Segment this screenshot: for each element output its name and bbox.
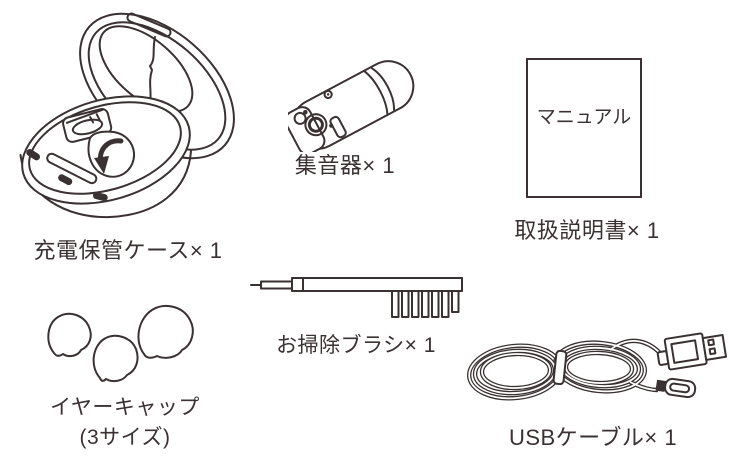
charging-case-illustration	[8, 5, 240, 227]
usb-c-connector	[655, 377, 697, 399]
case-lid-crease	[149, 36, 156, 105]
charging-case-label: 充電保管ケース× 1	[33, 238, 223, 263]
ear-caps-label-line1: イヤーキャップ	[50, 396, 200, 419]
cleaning-brush-illustration	[246, 274, 468, 322]
case-lid-opening	[98, 25, 194, 113]
manual-cover-text: マニュアル	[536, 107, 632, 128]
collector-nozzle	[304, 113, 328, 137]
cleaning-brush-label: お掃除ブラシ× 1	[276, 334, 436, 357]
brush-handle	[291, 277, 463, 292]
ear-tip-dome	[87, 130, 136, 178]
ear-tip-medium	[92, 334, 139, 383]
collector-top-screw	[323, 89, 333, 100]
brush-bristles	[391, 290, 460, 318]
usb-cable-illustration	[452, 322, 729, 414]
sound-collector-label: 集音器× 1	[294, 153, 396, 178]
ear-caps-illustration	[40, 296, 205, 391]
collector-side-tab	[329, 115, 347, 139]
earpiece-in-case	[62, 108, 136, 178]
ear-tip-small	[47, 312, 92, 358]
ear-tip-large	[137, 304, 194, 359]
sound-collector-illustration	[288, 50, 428, 152]
cable-tie	[552, 349, 568, 386]
usb-cable-label: USBケーブル× 1	[508, 425, 678, 450]
collector-mic-hole	[293, 111, 307, 125]
case-latch-slot	[126, 12, 172, 38]
collector-rear-seam	[370, 67, 396, 111]
ear-caps-label-line2: (3サイズ)	[79, 426, 171, 449]
manual-cover: マニュアル	[526, 58, 642, 198]
brush-pick-shaft	[260, 280, 293, 290]
usb-a-connector	[656, 332, 728, 371]
manual-label: 取扱説明書× 1	[514, 218, 660, 243]
curved-arrow-head	[94, 156, 109, 174]
